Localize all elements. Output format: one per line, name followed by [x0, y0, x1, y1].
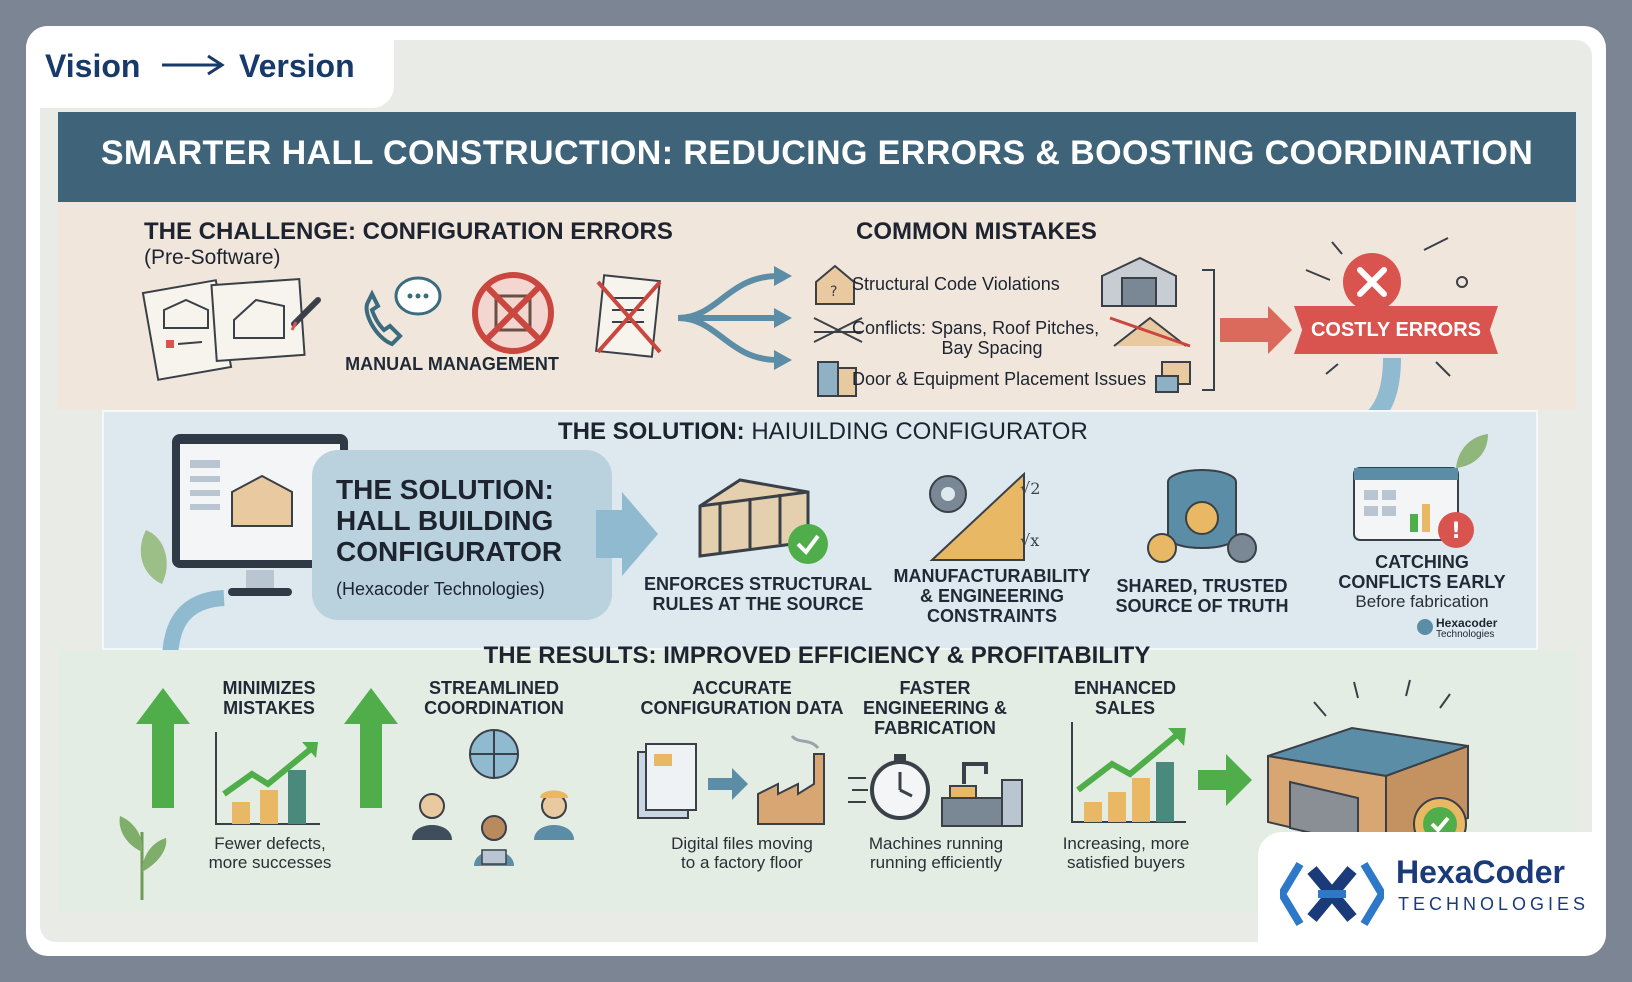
solution-bubble: THE SOLUTION: HALL BUILDING CONFIGURATOR… [312, 450, 612, 620]
svg-text:!: ! [1451, 519, 1461, 544]
feature-4-line-2: CONFLICTS EARLY [1338, 572, 1506, 592]
brand-logo: HexaCoder TECHNOLOGIES [1258, 832, 1606, 956]
growth-chart-icon-1 [215, 732, 320, 825]
challenge-heading: THE CHALLENGE: CONFIGURATION ERRORS [144, 218, 673, 245]
steel-frame-icon [698, 478, 828, 564]
vision-version-tag: Vision Version [26, 26, 394, 108]
bubble-title-2: HALL BUILDING [336, 505, 554, 536]
svg-text:√x: √x [1020, 531, 1039, 550]
title-bar: SMARTER HALL CONSTRUCTION: REDUCING ERRO… [58, 112, 1576, 202]
feature-3-line-2: SOURCE OF TRUTH [1115, 596, 1289, 616]
crossed-beams-icon [813, 317, 863, 343]
bubble-subtitle: (Hexacoder Technologies) [336, 579, 545, 599]
building-icon [1101, 256, 1177, 307]
prohibited-icon [472, 272, 554, 354]
infographic-board: SMARTER HALL CONSTRUCTION: REDUCING ERRO… [40, 40, 1592, 942]
mini-logo-icon [1417, 619, 1433, 635]
result-2-title-1: STREAMLINED [429, 678, 559, 698]
bubble-title-3: CONFIGURATOR [336, 536, 563, 567]
result-5-title-1: ENHANCED [1073, 678, 1176, 698]
results-heading: THE RESULTS: IMPROVED EFFICIENCY & PROFI… [483, 642, 1151, 669]
result-3-title-2: CONFIGURATION DATA [640, 698, 844, 718]
feature-1-line-2: RULES AT THE SOURCE [652, 594, 864, 614]
result-2-title-2: COORDINATION [424, 698, 564, 718]
monitor-icon [172, 434, 348, 596]
door-icon [817, 361, 857, 397]
mini-logo-tagline: Technologies [1436, 629, 1495, 640]
result-1-title-2: MISTAKES [223, 698, 315, 718]
error-x-icon [1343, 253, 1401, 311]
result-3-title-1: ACCURATE [692, 678, 792, 698]
house-icon: ? [815, 264, 855, 305]
database-icon [1147, 469, 1257, 563]
result-1-sub-2: more successes [208, 853, 332, 872]
feature-3-line-1: SHARED, TRUSTED [1116, 576, 1288, 596]
mini-logo-name: Hexacoder [1436, 616, 1498, 630]
mistakes-heading: COMMON MISTAKES [856, 218, 1097, 245]
feature-4-line-3: Before fabrication [1355, 592, 1489, 611]
brand-tagline: TECHNOLOGIES [1398, 894, 1590, 914]
bubble-arrow [596, 492, 658, 576]
result-5-title-2: SALES [1094, 698, 1155, 718]
solution-heading-bold: THE SOLUTION: [558, 418, 745, 445]
manual-management-label: MANUAL MANAGEMENT [345, 354, 559, 374]
result-3-sub-1: Digital files moving [671, 834, 813, 853]
arrow-right-icon [162, 54, 225, 76]
brand-name: HexaCoder [1396, 854, 1565, 890]
green-up-arrow-2 [344, 688, 398, 808]
hexacoder-logo-icon [1280, 861, 1384, 927]
crossed-document-icon [595, 274, 662, 358]
svg-text:√2: √2 [1020, 479, 1040, 498]
leaf-plant-icon-2 [140, 530, 167, 584]
challenge-subheading: (Pre-Software) [144, 246, 281, 269]
blueprint-icon [141, 277, 321, 381]
equipment-icon [1155, 361, 1191, 393]
result-4-title-2: ENGINEERING & [862, 698, 1008, 718]
feature-2-line-2: & ENGINEERING [919, 586, 1065, 606]
vision-label: Vision [45, 48, 141, 84]
red-bracket-arrow [1202, 269, 1292, 391]
costly-errors-banner: COSTLY ERRORS [1294, 306, 1498, 354]
result-4-title-1: FASTER [899, 678, 971, 698]
phone-chat-icon [364, 276, 442, 347]
green-up-arrow-1 [136, 688, 190, 808]
page-title: SMARTER HALL CONSTRUCTION: REDUCING ERRO… [100, 134, 1534, 172]
feature-1-line-1: ENFORCES STRUCTURAL [644, 574, 872, 594]
result-3-sub-2: to a factory floor [681, 853, 803, 872]
gear-ruler-icon: √2 √x [929, 471, 1040, 561]
stopwatch-machine-icon [848, 754, 1023, 827]
solution-heading: THE SOLUTION: HAIUILDING CONFIGURATOR [558, 418, 1088, 446]
mistake-door-placement: Door & Equipment Placement Issues [852, 369, 1147, 389]
mistake-structural: Structural Code Violations [852, 274, 1060, 294]
leaf-plant-icon [119, 816, 167, 900]
globe-team-icon [412, 729, 574, 866]
dashboard-warning-icon: ! [1353, 467, 1474, 548]
svg-text:?: ? [830, 284, 837, 300]
green-right-arrow [1198, 754, 1252, 806]
feature-2-line-1: MANUFACTURABILITY [893, 566, 1091, 586]
mistake-conflicts: Conflicts: Spans, Roof Pitches, [852, 318, 1100, 338]
file-to-factory-icon [637, 734, 825, 825]
result-4-sub-2: running efficiently [870, 853, 1002, 872]
feature-2-line-3: CONSTRAINTS [927, 606, 1057, 626]
result-5-sub-2: satisfied buyers [1066, 853, 1186, 872]
leaf-icon [1456, 434, 1488, 468]
feature-4-line-1: CATCHING [1375, 552, 1469, 572]
result-1-title-1: MINIMIZES [222, 678, 316, 698]
mistake-bay-spacing: Bay Spacing [941, 338, 1043, 358]
bubble-title-1: THE SOLUTION: [336, 474, 554, 505]
slide-frame: SMARTER HALL CONSTRUCTION: REDUCING ERRO… [26, 26, 1606, 956]
solution-heading-rest: HAIUILDING CONFIGURATOR [751, 418, 1088, 445]
version-label: Version [239, 48, 355, 84]
result-1-sub-1: Fewer defects, [214, 834, 326, 853]
burst-lines-icon [1305, 237, 1468, 377]
result-4-sub-1: Machines running [868, 834, 1004, 853]
roof-pitch-icon [1109, 316, 1191, 348]
result-5-sub-1: Increasing, more [1062, 834, 1190, 853]
growth-chart-icon-2 [1071, 722, 1186, 823]
branch-arrows-icon [677, 266, 792, 370]
result-4-title-3: FABRICATION [874, 718, 996, 738]
